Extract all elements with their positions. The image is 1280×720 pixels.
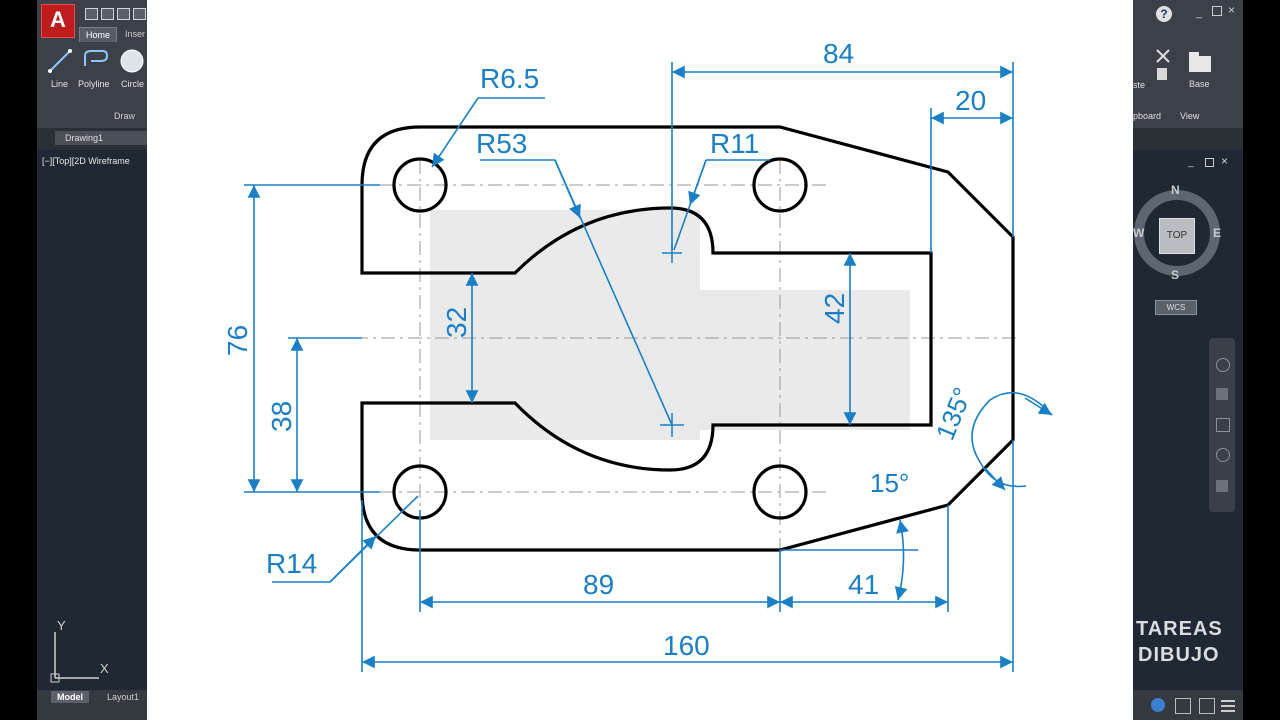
dimension-texts: 84 20 R6.5 R53 R11 76 32 42 38 135° 15° … bbox=[222, 38, 986, 661]
clean-screen-icon[interactable] bbox=[1199, 698, 1215, 714]
viewcube-top-face[interactable]: TOP bbox=[1159, 218, 1195, 254]
wcs-menu[interactable]: WCS bbox=[1155, 300, 1197, 315]
tab-insert[interactable]: Inser bbox=[125, 29, 146, 39]
circle-icon[interactable] bbox=[119, 48, 145, 74]
pan-icon[interactable] bbox=[1216, 388, 1228, 400]
isolate-objects-icon[interactable] bbox=[1151, 698, 1165, 712]
showmotion-icon[interactable] bbox=[1216, 480, 1228, 492]
dim-15-deg: 15° bbox=[870, 468, 909, 498]
print-icon[interactable] bbox=[133, 8, 146, 20]
customization-icon[interactable] bbox=[1221, 698, 1235, 712]
steering-wheel-icon[interactable] bbox=[1216, 358, 1230, 372]
open-icon[interactable] bbox=[101, 8, 114, 20]
dim-r11: R11 bbox=[710, 128, 759, 159]
dim-89: 89 bbox=[583, 569, 614, 600]
status-bar-right bbox=[1133, 690, 1243, 720]
dimension-lines bbox=[244, 62, 1053, 672]
polyline-label: Polyline bbox=[78, 79, 110, 89]
drawing-canvas: 84 20 R6.5 R53 R11 76 32 42 38 135° 15° … bbox=[222, 38, 1053, 672]
dim-20: 20 bbox=[955, 85, 986, 116]
viewcube-ring[interactable] bbox=[1133, 188, 1223, 278]
polyline-icon[interactable] bbox=[81, 48, 109, 74]
line-icon[interactable] bbox=[47, 48, 73, 74]
viewport-close-icon[interactable]: × bbox=[1221, 154, 1229, 168]
tareas-dibujo-watermark: TAREAS DIBUJO bbox=[1136, 616, 1223, 668]
base-label: Base bbox=[1189, 79, 1210, 89]
dim-135-deg: 135° bbox=[930, 383, 978, 444]
minimize-icon[interactable]: _ bbox=[1196, 7, 1203, 19]
tab-home[interactable]: Home bbox=[79, 27, 118, 42]
viewport-restore-icon[interactable] bbox=[1205, 158, 1214, 167]
compass-west[interactable]: W bbox=[1133, 226, 1145, 240]
compass-north[interactable]: N bbox=[1171, 183, 1180, 197]
watermark-line1: TAREAS bbox=[1136, 618, 1223, 640]
autocad-logo-icon: A bbox=[50, 7, 66, 32]
dim-42: 42 bbox=[819, 293, 850, 324]
logo-watermark bbox=[430, 210, 910, 440]
dim-r6-5: R6.5 bbox=[480, 63, 539, 94]
centerlines bbox=[300, 160, 1020, 560]
orbit-icon[interactable] bbox=[1216, 448, 1230, 462]
left-margin bbox=[0, 0, 37, 720]
hole-bottom-right bbox=[752, 464, 808, 520]
autocad-right-panel: ste Base pboard View TOP N S E W WCS TAR… bbox=[1133, 0, 1243, 720]
hole-top-left bbox=[392, 157, 448, 213]
save-icon[interactable] bbox=[117, 8, 130, 20]
base-icon[interactable] bbox=[1185, 48, 1215, 74]
watermark-line2: DIBUJO bbox=[1138, 644, 1220, 666]
ucs-y-label: Y bbox=[57, 618, 66, 633]
compass-east[interactable]: E bbox=[1213, 226, 1222, 240]
document-tab[interactable]: Drawing1 bbox=[55, 131, 151, 145]
restore-icon[interactable] bbox=[1212, 6, 1222, 16]
navigation-bar[interactable] bbox=[1209, 338, 1235, 512]
hardware-acceleration-icon[interactable] bbox=[1175, 698, 1191, 714]
dim-r53: R53 bbox=[476, 128, 527, 159]
line-label: Line bbox=[51, 79, 69, 89]
technical-drawing: 84 20 R6.5 R53 R11 76 32 42 38 135° 15° … bbox=[147, 0, 1133, 720]
autocad-left-panel: A Home Inser Line Polyline Circle Draw D… bbox=[37, 0, 151, 720]
dim-84: 84 bbox=[823, 38, 854, 69]
view-panel-label[interactable]: View bbox=[1180, 111, 1200, 121]
zoom-icon[interactable] bbox=[1216, 418, 1230, 432]
model-viewport[interactable] bbox=[37, 150, 147, 690]
ribbon-left: A Home Inser Line Polyline Circle Draw bbox=[37, 0, 147, 128]
layout-tab-bar: Model Layout1 bbox=[37, 690, 147, 720]
clipboard-panel-label[interactable]: pboard bbox=[1133, 111, 1162, 121]
circle-label: Circle bbox=[121, 79, 145, 89]
hole-top-right bbox=[752, 157, 808, 213]
help-icon[interactable]: ? bbox=[1156, 6, 1172, 22]
cut-icon[interactable] bbox=[1153, 46, 1173, 86]
viewport-minimize-icon[interactable]: _ bbox=[1188, 157, 1194, 168]
dim-76: 76 bbox=[222, 325, 253, 356]
application-menu-button[interactable]: A bbox=[41, 4, 75, 38]
compass-south[interactable]: S bbox=[1171, 268, 1180, 282]
viewport-controls-label[interactable]: [−][Top][2D Wireframe bbox=[42, 156, 130, 166]
dim-41: 41 bbox=[848, 569, 879, 600]
draw-panel-label[interactable]: Draw bbox=[114, 111, 136, 121]
ribbon-right: ste Base pboard View bbox=[1133, 0, 1243, 128]
right-margin bbox=[1243, 0, 1280, 720]
dim-r14: R14 bbox=[266, 548, 317, 579]
dim-38: 38 bbox=[266, 401, 297, 432]
paste-label: ste bbox=[1133, 80, 1146, 90]
ucs-x-label: X bbox=[100, 661, 109, 676]
new-icon[interactable] bbox=[85, 8, 98, 20]
part-outline bbox=[360, 125, 1015, 552]
ucs-icon bbox=[50, 632, 99, 683]
tab-layout1[interactable]: Layout1 bbox=[107, 692, 140, 702]
dim-160: 160 bbox=[663, 630, 710, 661]
close-icon[interactable]: × bbox=[1228, 3, 1236, 17]
dim-32: 32 bbox=[441, 307, 472, 338]
tab-model[interactable]: Model bbox=[51, 691, 89, 703]
